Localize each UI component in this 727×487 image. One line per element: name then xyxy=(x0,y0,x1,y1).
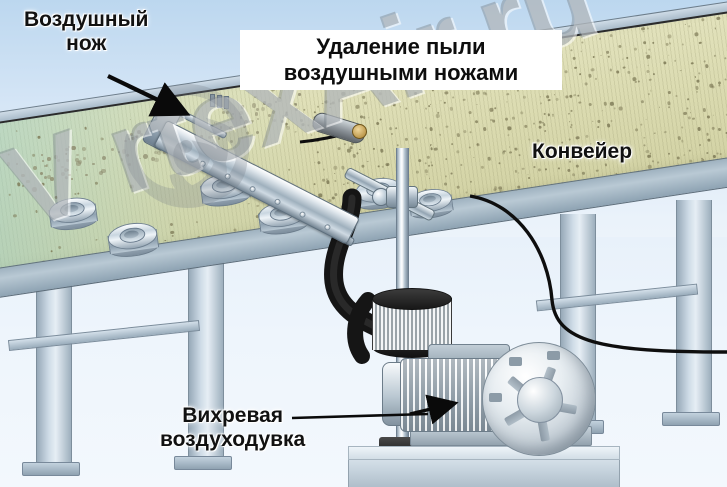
conveyor-leg-foot xyxy=(662,412,720,426)
label-conveyor: Конвейер xyxy=(532,140,633,163)
conveyor-leg-foot xyxy=(22,462,80,476)
blower-rim-notch xyxy=(547,351,560,360)
conveyor-leg xyxy=(188,262,224,458)
title-box: Удаление пыли воздушными ножами xyxy=(240,30,562,90)
bearing-workpiece xyxy=(106,219,160,260)
inlet-filter xyxy=(372,288,452,360)
blower-volute-casing xyxy=(482,342,596,456)
blower-center-hub xyxy=(517,377,563,423)
filter-top-cap xyxy=(372,288,452,310)
vortex-blower xyxy=(382,340,610,460)
conveyor-leg xyxy=(36,276,72,464)
conveyor-leg-foot xyxy=(174,456,232,470)
label-vortex-blower: Вихревая воздуходувка xyxy=(160,404,306,451)
blower-rim-notch xyxy=(509,357,522,366)
air-knife-roller-endcap xyxy=(352,124,367,139)
conveyor-leg xyxy=(676,200,712,414)
title-text: Удаление пыли воздушными ножами xyxy=(283,33,519,85)
bearing-workpiece xyxy=(47,194,99,233)
blower-rim-notch xyxy=(489,393,502,402)
label-air-knife: Воздушный нож xyxy=(24,8,149,55)
